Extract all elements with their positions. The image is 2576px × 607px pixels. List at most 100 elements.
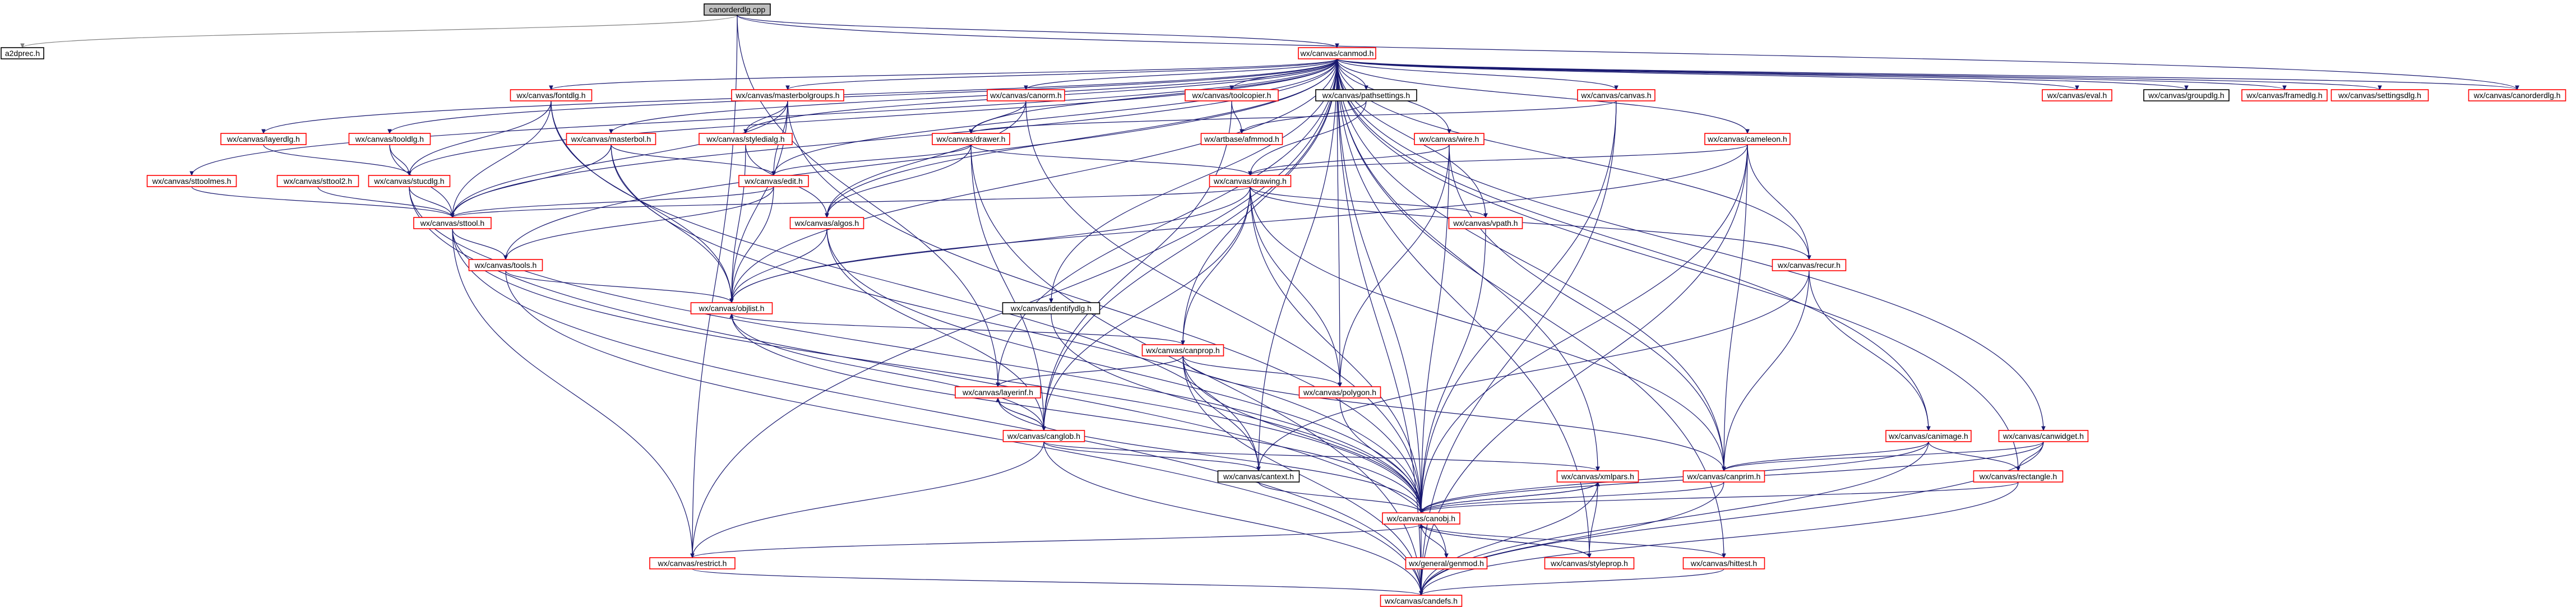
node-artbase[interactable]: wx/artbase/afmmod.h xyxy=(1200,133,1283,145)
node-box-framedlg[interactable] xyxy=(2241,89,2328,101)
node-box-canprim[interactable] xyxy=(1682,470,1765,483)
node-canobj[interactable]: wx/canvas/canobj.h xyxy=(1382,512,1460,525)
node-genmod[interactable]: wx/general/genmod.h xyxy=(1405,557,1488,569)
node-box-masterbol[interactable] xyxy=(566,133,656,145)
node-box-drawing[interactable] xyxy=(1209,175,1292,187)
edge-pathsettings-to-drawing xyxy=(1250,100,1367,175)
node-canprim[interactable]: wx/canvas/canprim.h xyxy=(1682,470,1765,483)
node-box-layerinf[interactable] xyxy=(955,386,1041,399)
node-label-xmlpars: wx/canvas/xmlpars.h xyxy=(1561,472,1634,481)
node-wire[interactable]: wx/canvas/wire.h xyxy=(1414,133,1484,145)
node-layerinf[interactable]: wx/canvas/layerinf.h xyxy=(955,386,1041,399)
node-box-eval[interactable] xyxy=(2042,89,2112,101)
node-edit[interactable]: wx/canvas/edit.h xyxy=(738,175,809,187)
node-box-canprop[interactable] xyxy=(1141,344,1224,356)
node-canimage[interactable]: wx/canvas/canimage.h xyxy=(1885,430,1972,442)
node-box-wire[interactable] xyxy=(1414,133,1484,145)
node-cameleon[interactable]: wx/canvas/cameleon.h xyxy=(1704,133,1791,145)
node-stucdlg[interactable]: wx/canvas/stucdlg.h xyxy=(368,175,451,187)
node-drawer[interactable]: wx/canvas/drawer.h xyxy=(932,133,1010,145)
node-box-stucdlg[interactable] xyxy=(368,175,451,187)
node-box-artbase[interactable] xyxy=(1200,133,1283,145)
node-eval[interactable]: wx/canvas/eval.h xyxy=(2042,89,2112,101)
node-box-sttool2[interactable] xyxy=(276,175,359,187)
node-box-masterbolgroups[interactable] xyxy=(731,89,844,101)
edge-drawing-to-polygon xyxy=(1250,186,1340,387)
node-box-canorderdlg[interactable] xyxy=(2468,89,2566,101)
node-label-recur: wx/canvas/recur.h xyxy=(1777,261,1840,270)
edge-hittest-to-candefs xyxy=(1421,568,1724,595)
node-box-toolcopier[interactable] xyxy=(1185,89,1279,101)
node-vpath[interactable]: wx/canvas/vpath.h xyxy=(1448,217,1523,229)
node-box-tools[interactable] xyxy=(468,259,543,271)
node-box-candefs[interactable] xyxy=(1380,595,1463,607)
node-canmod[interactable]: wx/canvas/canmod.h xyxy=(1298,47,1376,59)
node-box-xmlpars[interactable] xyxy=(1556,470,1639,483)
node-box-genmod[interactable] xyxy=(1405,557,1488,569)
node-box-settingsdlg[interactable] xyxy=(2330,89,2429,101)
node-box-root xyxy=(704,3,771,16)
node-box-styleprop[interactable] xyxy=(1544,557,1635,569)
node-canorm[interactable]: wx/canvas/canorm.h xyxy=(987,89,1065,101)
node-label-canorderdlg: wx/canvas/canorderdlg.h xyxy=(2473,91,2561,100)
node-settingsdlg[interactable]: wx/canvas/settingsdlg.h xyxy=(2330,89,2429,101)
node-box-cameleon[interactable] xyxy=(1704,133,1791,145)
node-box-polygon[interactable] xyxy=(1298,386,1381,399)
node-box-edit[interactable] xyxy=(738,175,809,187)
node-canwidget[interactable]: wx/canvas/canwidget.h xyxy=(1998,430,2089,442)
node-fontdlg[interactable]: wx/canvas/fontdlg.h xyxy=(510,89,593,101)
node-layerdlg[interactable]: wx/canvas/layerdlg.h xyxy=(220,133,307,145)
node-box-restrict[interactable] xyxy=(649,557,736,569)
node-box-canvas[interactable] xyxy=(1577,89,1655,101)
node-box-canimage[interactable] xyxy=(1885,430,1972,442)
node-toolcopier[interactable]: wx/canvas/toolcopier.h xyxy=(1185,89,1279,101)
node-box-hittest[interactable] xyxy=(1682,557,1765,569)
node-objlist[interactable]: wx/canvas/objlist.h xyxy=(690,302,773,314)
node-masterbolgroups[interactable]: wx/canvas/masterbolgroups.h xyxy=(731,89,844,101)
node-styledialg[interactable]: wx/canvas/styledialg.h xyxy=(699,133,793,145)
node-restrict[interactable]: wx/canvas/restrict.h xyxy=(649,557,736,569)
node-hittest[interactable]: wx/canvas/hittest.h xyxy=(1682,557,1765,569)
node-styleprop[interactable]: wx/canvas/styleprop.h xyxy=(1544,557,1635,569)
node-canorderdlg[interactable]: wx/canvas/canorderdlg.h xyxy=(2468,89,2566,101)
node-box-canwidget[interactable] xyxy=(1998,430,2089,442)
node-canglob[interactable]: wx/canvas/canglob.h xyxy=(1002,430,1085,442)
edge-canmod-to-rectangle xyxy=(1336,58,2018,471)
edge-canmod-to-styleprop xyxy=(1336,58,1589,558)
node-box-sttoolmes[interactable] xyxy=(146,175,237,187)
edge-canvas-to-candefs xyxy=(1421,100,1617,595)
node-box-sttool[interactable] xyxy=(413,217,492,229)
node-drawing[interactable]: wx/canvas/drawing.h xyxy=(1209,175,1292,187)
node-box-canglob[interactable] xyxy=(1002,430,1085,442)
node-box-drawer[interactable] xyxy=(932,133,1010,145)
edge-canobj-to-xmlpars xyxy=(1421,482,1598,513)
node-canprop[interactable]: wx/canvas/canprop.h xyxy=(1141,344,1224,356)
node-rectangle[interactable]: wx/canvas/rectangle.h xyxy=(1973,470,2064,483)
node-recur[interactable]: wx/canvas/recur.h xyxy=(1772,259,1847,271)
node-polygon[interactable]: wx/canvas/polygon.h xyxy=(1298,386,1381,399)
node-tools[interactable]: wx/canvas/tools.h xyxy=(468,259,543,271)
node-canvas[interactable]: wx/canvas/canvas.h xyxy=(1577,89,1655,101)
node-box-canobj[interactable] xyxy=(1382,512,1460,525)
node-box-styledialg[interactable] xyxy=(699,133,793,145)
node-masterbol[interactable]: wx/canvas/masterbol.h xyxy=(566,133,656,145)
node-box-canmod[interactable] xyxy=(1298,47,1376,59)
node-xmlpars[interactable]: wx/canvas/xmlpars.h xyxy=(1556,470,1639,483)
node-box-algos[interactable] xyxy=(789,217,864,229)
node-box-objlist[interactable] xyxy=(690,302,773,314)
node-sttool[interactable]: wx/canvas/sttool.h xyxy=(413,217,492,229)
node-box-vpath[interactable] xyxy=(1448,217,1523,229)
node-box-tooldlg[interactable] xyxy=(348,133,431,145)
node-algos[interactable]: wx/canvas/algos.h xyxy=(789,217,864,229)
edge-canmod-to-hittest xyxy=(1336,58,1724,558)
node-candefs[interactable]: wx/canvas/candefs.h xyxy=(1380,595,1463,607)
node-sttool2[interactable]: wx/canvas/sttool2.h xyxy=(276,175,359,187)
node-box-layerdlg[interactable] xyxy=(220,133,307,145)
node-sttoolmes[interactable]: wx/canvas/sttoolmes.h xyxy=(146,175,237,187)
node-box-canorm[interactable] xyxy=(987,89,1065,101)
node-tooldlg[interactable]: wx/canvas/tooldlg.h xyxy=(348,133,431,145)
node-framedlg[interactable]: wx/canvas/framedlg.h xyxy=(2241,89,2328,101)
node-box-recur[interactable] xyxy=(1772,259,1847,271)
node-box-rectangle[interactable] xyxy=(1973,470,2064,483)
node-box-fontdlg[interactable] xyxy=(510,89,593,101)
